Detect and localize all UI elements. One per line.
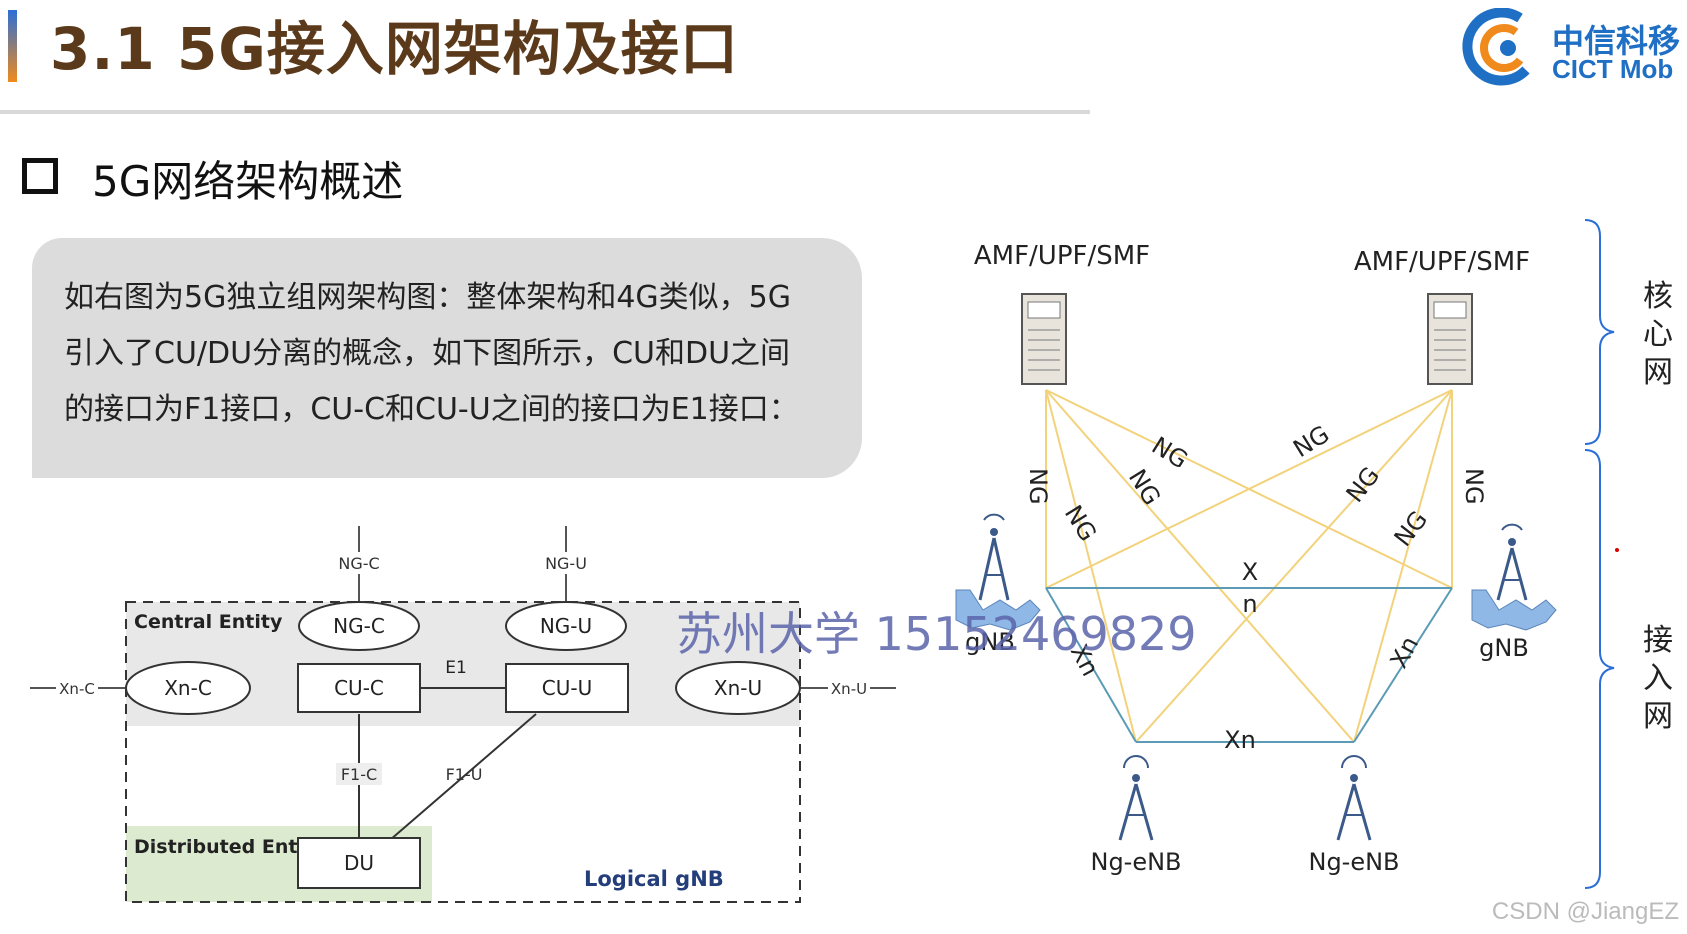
- ng-u-ellipse: [505, 601, 627, 651]
- csdn-watermark: CSDN @JiangEZ: [1491, 898, 1679, 925]
- core-label-char: 网: [1643, 355, 1673, 390]
- ng-label: NG: [1059, 500, 1102, 546]
- access-bracket: [1584, 449, 1615, 889]
- watermark-text: 苏州大学 15152469829: [676, 607, 1197, 661]
- xn-u-label: Xn-U: [714, 676, 762, 700]
- xn-c-ext-label: Xn-C: [59, 680, 95, 698]
- ng-c-ellipse: [298, 601, 420, 651]
- section-title: 5G网络架构概述: [92, 157, 404, 206]
- ng-label: NG: [1123, 464, 1166, 510]
- ng-links: [1045, 389, 1453, 743]
- ng-label: NG: [1288, 420, 1334, 463]
- e1-label: E1: [445, 658, 467, 678]
- server-icon: [1021, 293, 1067, 385]
- gnb-left-label: gNB: [965, 628, 1015, 656]
- du-label: DU: [344, 851, 374, 875]
- ng-label: NG: [1147, 431, 1193, 474]
- core-bracket: [1584, 219, 1615, 445]
- xn-split-x-label: X: [1242, 558, 1258, 586]
- ng-label: NG: [1024, 468, 1052, 505]
- cu-u-box: [505, 663, 629, 713]
- xn-c-label: Xn-C: [164, 676, 212, 700]
- gnb-right-label: gNB: [1479, 634, 1529, 662]
- f1-c-label: F1-C: [341, 765, 377, 784]
- title-divider: [0, 110, 1090, 114]
- server-icon: [1427, 293, 1473, 385]
- ng-label: NG: [1341, 462, 1386, 508]
- access-network-label: 接 入 网: [1643, 623, 1673, 734]
- ng-u-top-label: NG-U: [545, 554, 587, 573]
- logical-gnb-label: Logical gNB: [584, 867, 724, 891]
- distributed-entity-label: Distributed Entity: [134, 836, 326, 858]
- ng-enb-left-label: Ng-eNB: [1090, 848, 1181, 876]
- ng-enb-tower-icon: [1336, 755, 1372, 841]
- xn-u-ellipse: [675, 661, 801, 715]
- ng-enb-tower-icon: [1118, 755, 1154, 841]
- checkbox-square-icon: [22, 158, 58, 194]
- ng-u-label: NG-U: [540, 614, 592, 638]
- core-label-char: 核: [1643, 279, 1673, 314]
- xn-c-ext-label-bg: [56, 678, 98, 698]
- note-line: 如右图为5G独立组网架构图：整体架构和4G类似，5G: [64, 280, 792, 315]
- core-network-label: 核 心 网: [1643, 279, 1673, 390]
- ng-c-top-label-bg: [336, 552, 382, 574]
- note-line: 的接口为F1接口，CU-C和CU-U之间的接口为E1接口：: [64, 392, 799, 427]
- xn-c-ellipse: [125, 661, 251, 715]
- access-label-char: 接: [1643, 623, 1673, 658]
- company-logo: 中信科移 CICT Mob: [1460, 8, 1687, 88]
- central-entity-area: [126, 602, 800, 726]
- xn-label: Xn: [1224, 726, 1256, 754]
- du-box: [297, 837, 421, 889]
- note-text: 如右图为5G独立组网架构图：整体架构和4G类似，5G 引入了CU/DU分离的概念…: [64, 270, 844, 438]
- access-label-char: 网: [1643, 699, 1673, 734]
- gnb-tower-icon: [955, 513, 1041, 631]
- xn-label: Xn: [1385, 632, 1425, 673]
- ng-label: NG: [1389, 506, 1434, 552]
- title-accent-bar: [8, 10, 17, 82]
- ng-c-top-label: NG-C: [338, 554, 379, 573]
- cu-u-label: CU-U: [542, 676, 592, 700]
- xn-links: [1045, 587, 1453, 743]
- ng-c-label: NG-C: [333, 614, 385, 638]
- gnb-tower-icon: [1471, 523, 1557, 631]
- xn-u-ext-label-bg: [828, 678, 870, 698]
- f1-u-label: F1-U: [446, 765, 483, 784]
- note-box: 如右图为5G独立组网架构图：整体架构和4G类似，5G 引入了CU/DU分离的概念…: [32, 238, 862, 478]
- section-heading: 5G网络架构概述: [22, 148, 403, 209]
- logo-text-en: CICT Mob: [1552, 54, 1674, 84]
- page-title: 3.1 5G接入网架构及接口: [50, 15, 739, 83]
- central-entity-label: Central Entity: [134, 611, 283, 633]
- f1-c-label-bg: [336, 763, 382, 785]
- logical-gnb-border: [125, 601, 801, 903]
- core-label-char: 心: [1643, 317, 1673, 352]
- core-right-label: AMF/UPF/SMF: [1354, 247, 1530, 277]
- access-label-char: 入: [1643, 661, 1673, 696]
- note-line: 引入了CU/DU分离的概念，如下图所示，CU和DU之间: [64, 336, 791, 371]
- logo-swirl-icon: [1462, 8, 1530, 86]
- core-left-label: AMF/UPF/SMF: [974, 241, 1150, 271]
- ng-label: NG: [1460, 468, 1488, 505]
- cu-c-box: [297, 663, 421, 713]
- ng-enb-right-label: Ng-eNB: [1308, 848, 1399, 876]
- xn-split-n-label: n: [1242, 590, 1257, 618]
- red-dot: [1615, 548, 1619, 552]
- cu-c-label: CU-C: [334, 676, 384, 700]
- ng-u-top-label-bg: [543, 552, 589, 574]
- xn-u-ext-label: Xn-U: [831, 680, 867, 698]
- logo-text-cn: 中信科移: [1552, 22, 1681, 60]
